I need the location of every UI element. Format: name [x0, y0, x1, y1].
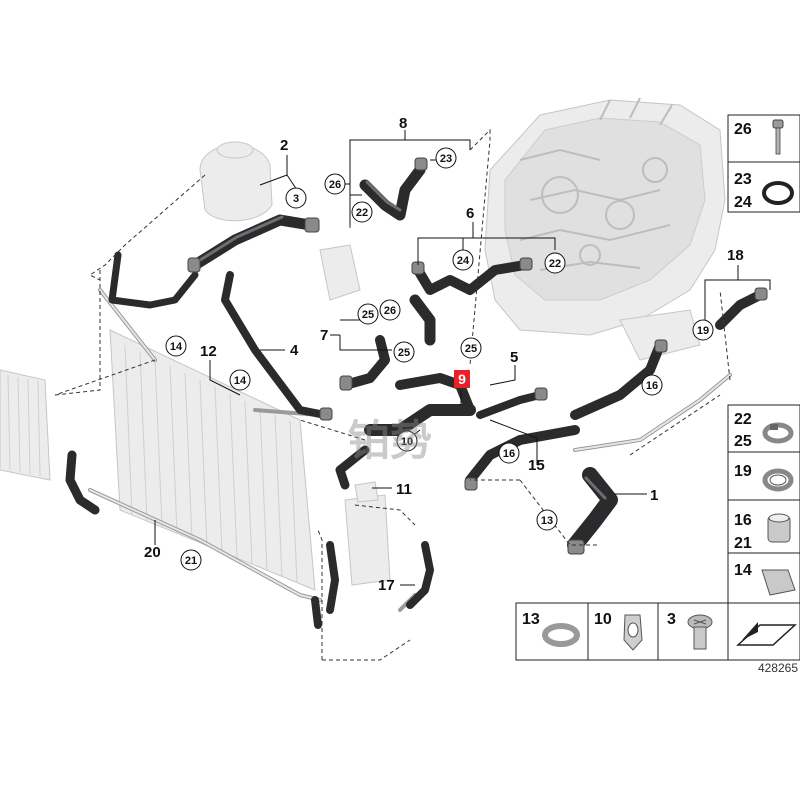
callout-16-a: 16	[503, 448, 515, 460]
legend-19: 19	[734, 463, 752, 480]
pipes	[88, 288, 732, 612]
legend-21: 21	[734, 535, 752, 552]
callout-16-b: 16	[646, 380, 658, 392]
plain-callouts: 1 2 4 5 6 7 8 11 12 15 17 18 20	[144, 115, 744, 594]
callout-2: 2	[280, 137, 288, 154]
callout-7: 7	[320, 327, 328, 344]
legend-24: 24	[734, 194, 752, 211]
coolant-hoses	[65, 164, 765, 629]
legend-16: 16	[734, 512, 752, 529]
legend-3: 3	[667, 611, 676, 628]
legend-26: 26	[734, 121, 752, 138]
callout-12: 12	[200, 343, 217, 360]
legend-column: 26 23 24 22 25 19 16 21 14	[727, 114, 800, 661]
diagram-number: 428265	[758, 661, 798, 675]
expansion-tank	[199, 141, 361, 301]
clamps	[187, 157, 768, 555]
band-clamp-icon	[542, 623, 580, 647]
callout-24: 24	[457, 255, 470, 267]
callout-21: 21	[185, 555, 197, 567]
callout-18: 18	[727, 247, 744, 264]
legend-22: 22	[734, 411, 752, 428]
legend-10: 10	[594, 611, 612, 628]
coolant-reservoir	[344, 481, 391, 586]
radiator	[0, 329, 316, 591]
callout-5: 5	[510, 349, 518, 366]
callout-26-b: 26	[384, 305, 396, 317]
callout-25-b: 25	[398, 347, 410, 359]
callout-14-b: 14	[234, 375, 247, 387]
hose-clamp-icon	[762, 422, 794, 444]
callout-26-a: 26	[329, 179, 341, 191]
callout-13: 13	[541, 515, 553, 527]
legend-23: 23	[734, 171, 752, 188]
callout-8: 8	[399, 115, 407, 132]
callout-4: 4	[290, 342, 299, 359]
callout-14-a: 14	[170, 341, 183, 353]
callout-11: 11	[396, 481, 412, 498]
callout-22-a: 22	[356, 207, 368, 219]
callout-1: 1	[650, 487, 658, 504]
legend-14: 14	[734, 562, 752, 579]
callout-15: 15	[528, 457, 545, 474]
legend-25: 25	[734, 433, 752, 450]
callout-19: 19	[697, 325, 709, 337]
circled-callout-labels: 3 26 22 23 24 22 26 25 25 25 14 14 10 16…	[170, 153, 709, 567]
engine-block	[484, 97, 726, 361]
bolt-icon	[772, 119, 784, 155]
watermark: 铂势	[348, 417, 432, 464]
callout-9: 9	[458, 371, 466, 387]
arrow-icon	[736, 622, 797, 646]
callout-3: 3	[293, 193, 299, 205]
legend-bottom: 13 10 3	[515, 602, 729, 661]
clip-icon	[761, 569, 796, 596]
legend-13: 13	[522, 611, 540, 628]
callout-17: 17	[378, 577, 395, 594]
callout-25-a: 25	[362, 309, 374, 321]
callout-23: 23	[440, 153, 452, 165]
bracket-clip-icon	[623, 614, 643, 651]
circled-callouts	[165, 147, 714, 571]
drain-plug-icon	[687, 614, 713, 650]
callout-10: 10	[401, 436, 413, 448]
highlight-box	[454, 370, 470, 388]
o-ring-icon	[762, 181, 794, 205]
callout-25-c: 25	[465, 343, 477, 355]
spring-clamp-icon	[762, 468, 794, 492]
callout-20: 20	[144, 544, 161, 561]
callout-22-b: 22	[549, 258, 561, 270]
callout-9-highlight[interactable]: 9	[454, 370, 470, 388]
connector-icon	[767, 513, 791, 543]
callout-6: 6	[466, 205, 474, 222]
